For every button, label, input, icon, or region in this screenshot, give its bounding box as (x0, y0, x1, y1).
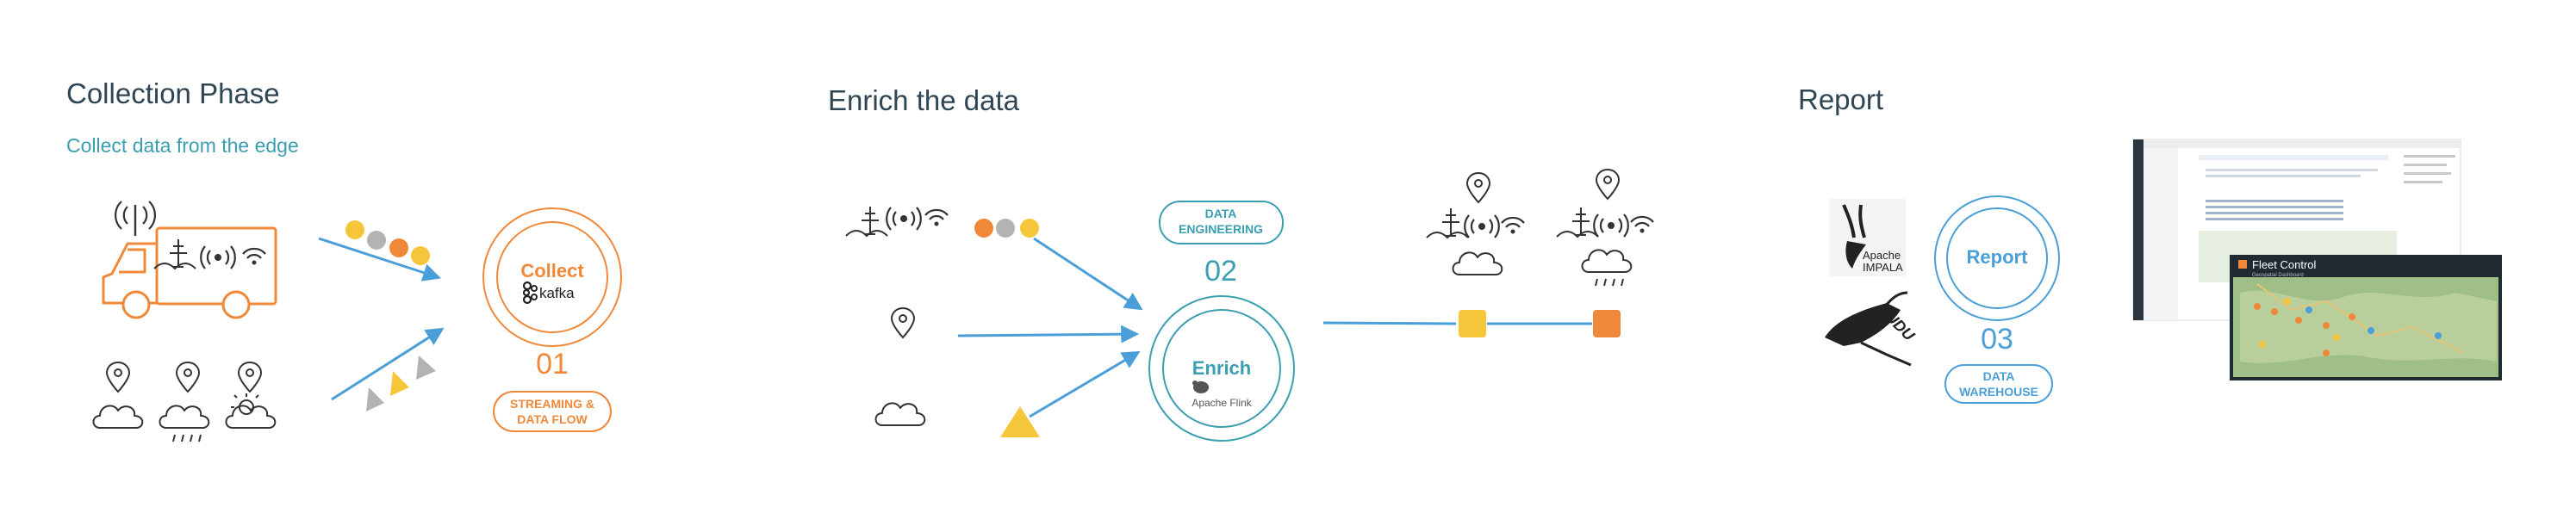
sensor-signal-icon (1593, 213, 1629, 238)
data-dot-yellow (1020, 219, 1039, 238)
kafka-logo-text: kafka (539, 285, 575, 301)
flink-logo-text: Apache Flink (1192, 397, 1252, 409)
report-title: Report (1798, 84, 1883, 115)
collect-ring-inner (496, 221, 608, 333)
dashboard-subtitle: Geospatial Dashboard (2252, 273, 2304, 278)
enrich-number: 02 (1204, 255, 1237, 288)
oil-rig-icon (153, 238, 196, 269)
oil-rig-icon (1556, 207, 1599, 238)
location-pin-icon (891, 307, 915, 338)
sensor-signal-icon (200, 244, 236, 270)
sensor-signal-icon (886, 206, 922, 232)
flow-arrow (1033, 237, 1143, 311)
warehouse-pill-line-2: WAREHOUSE (1959, 385, 2038, 399)
enriched-record-yellow (1459, 310, 1486, 337)
data-triangle-yellow (390, 371, 409, 396)
impala-logo-line-2: IMPALA (1863, 261, 1903, 274)
streaming-data-flow-pill (493, 391, 612, 432)
location-pin-icon (1466, 172, 1490, 203)
rain-cloud-icon (159, 405, 210, 442)
data-dot-orange (389, 238, 408, 257)
flow-arrow (331, 327, 445, 401)
flow-arrow (957, 325, 1140, 343)
streaming-pill-line-2: DATA FLOW (517, 412, 588, 426)
location-pin-icon (238, 362, 262, 393)
fleet-control-dashboard: Fleet Control Geospatial Dashboard (2230, 255, 2502, 380)
data-triangle-yellow (1000, 406, 1040, 437)
report-ring-inner (1946, 207, 2048, 309)
data-warehouse-pill (1944, 364, 2053, 404)
impala-logo-line-1: Apache (1863, 249, 1901, 262)
truck-icon (102, 226, 277, 319)
fleet-control-logo-icon (2238, 260, 2247, 269)
report-number: 03 (1981, 323, 2013, 356)
engineering-pill-line-2: ENGINEERING (1179, 222, 1263, 236)
streaming-pill-line-1: STREAMING & (510, 397, 594, 411)
data-triangle-gray (366, 387, 384, 411)
location-pin-icon (106, 362, 130, 393)
data-engineering-pill (1159, 201, 1284, 244)
enrich-ring-inner (1162, 309, 1281, 428)
wifi-icon (924, 208, 949, 227)
wifi-icon (241, 247, 267, 266)
location-pin-icon (176, 362, 200, 393)
oil-rig-icon (1426, 207, 1469, 238)
flow-line (1322, 321, 1457, 325)
enriched-record-orange (1593, 310, 1621, 337)
cloud-icon (92, 405, 144, 429)
data-dot-orange (974, 219, 993, 238)
collection-phase-subtitle: Collect data from the edge (66, 134, 299, 157)
kafka-logo: kafka (522, 281, 575, 305)
collection-phase-title: Collection Phase (66, 77, 280, 109)
warehouse-pill-line-1: DATA (1983, 369, 2015, 383)
wifi-icon (1629, 215, 1655, 234)
dashboard-title: Fleet Control (2252, 258, 2317, 271)
sun-cloud-icon (225, 393, 277, 429)
wifi-icon (1500, 216, 1526, 235)
report-label: Report (1967, 246, 2029, 268)
data-triangle-gray (416, 356, 436, 380)
enrich-label: Enrich (1192, 357, 1251, 379)
oil-rig-icon (845, 206, 888, 237)
data-dot-yellow (411, 246, 430, 265)
flow-arrow (318, 237, 441, 281)
sensor-signal-icon (1464, 213, 1500, 239)
collect-label: Collect (520, 260, 584, 281)
engineering-pill-line-1: DATA (1205, 207, 1237, 220)
enrich-title: Enrich the data (828, 84, 1020, 116)
collect-ring-outer (482, 207, 622, 347)
flink-squirrel-icon (1192, 380, 1209, 393)
rain-cloud-icon (1581, 249, 1633, 287)
data-dot-yellow (345, 220, 364, 239)
kudu-logo: KUDU (1825, 291, 1919, 367)
enrich-ring-outer (1148, 295, 1295, 442)
data-dot-gray (996, 219, 1015, 238)
impala-logo: Apache IMPALA (1829, 199, 1906, 276)
collect-number: 01 (536, 348, 569, 380)
flow-arrow (1029, 350, 1141, 418)
cloud-icon (1452, 251, 1503, 275)
report-ring-outer (1934, 195, 2060, 321)
antenna-icon (115, 201, 156, 236)
cloud-icon (874, 402, 926, 426)
data-dot-gray (367, 231, 386, 250)
location-pin-icon (1596, 169, 1620, 200)
